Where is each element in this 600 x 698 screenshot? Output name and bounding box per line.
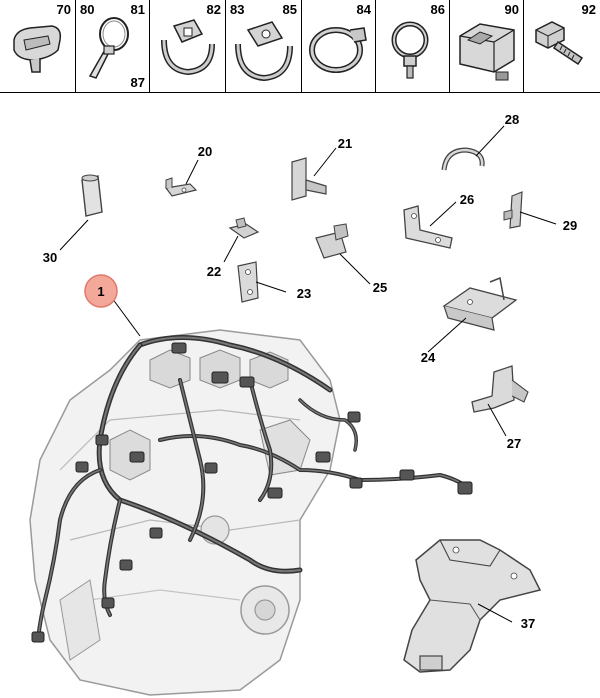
part-29-clip [503, 191, 523, 229]
fastener-label-70: 70 [56, 2, 71, 17]
fastener-label-86: 86 [430, 2, 445, 17]
fastener-label-85: 85 [282, 2, 297, 17]
bolt-icon [535, 21, 584, 66]
fastener-label-80: 80 [80, 2, 95, 17]
fastener-cell-70: 70 [0, 0, 76, 92]
hose-clamp-icon [309, 27, 367, 73]
cable-tie-icon [88, 17, 129, 79]
engine-block [29, 329, 341, 696]
eye-clip-icon [391, 21, 429, 79]
callout-21: 21 [338, 136, 352, 151]
callout-25: 25 [373, 280, 387, 295]
part-23-bracket [237, 261, 259, 303]
harness-connectors [31, 342, 473, 643]
parts-diagram: 1 20 21 22 23 24 25 26 27 28 29 30 37 [29, 112, 577, 696]
fastener-label-87: 87 [130, 75, 145, 90]
part-26-bracket [403, 205, 453, 249]
fastener-label-81: 81 [130, 2, 145, 17]
clamp-clip-icon [161, 19, 215, 76]
wiring-harness [36, 335, 472, 642]
callout-28: 28 [505, 112, 519, 127]
part-37-engine-mount [403, 539, 542, 673]
callout-23: 23 [297, 286, 311, 301]
part-21-bracket [291, 157, 327, 201]
double-clamp-clip-icon [235, 21, 293, 82]
fastener-strip: 70 80 81 87 82 83 85 [0, 0, 600, 93]
callout-20: 20 [198, 144, 212, 159]
callout-27: 27 [507, 436, 521, 451]
leader-lines [59, 125, 557, 623]
push-clip-icon [13, 25, 62, 73]
callout-37: 37 [521, 616, 535, 631]
fastener-label-82: 82 [206, 2, 221, 17]
fastener-cell-90: 90 [450, 0, 524, 92]
fastener-cell-83-85: 83 85 [226, 0, 302, 92]
part-20-bracket [164, 177, 198, 197]
fastener-label-92: 92 [581, 2, 596, 17]
callout-30: 30 [43, 250, 57, 265]
part-25-bracket [315, 223, 349, 259]
connector-icon [459, 23, 515, 81]
callout-24: 24 [421, 350, 436, 365]
callout-26: 26 [460, 192, 474, 207]
fastener-label-90: 90 [504, 2, 519, 17]
part-27-bracket [471, 365, 529, 413]
fastener-label-83: 83 [230, 2, 245, 17]
fastener-cell-82: 82 [150, 0, 226, 92]
part-24-bracket [442, 276, 518, 331]
callout-1: 1 [97, 284, 104, 299]
fastener-cell-92: 92 [524, 0, 600, 92]
fastener-cell-84: 84 [302, 0, 376, 92]
part-22-bracket [228, 217, 260, 239]
part-30-sleeve [81, 174, 103, 217]
fastener-cell-86: 86 [376, 0, 450, 92]
fastener-label-84: 84 [356, 2, 371, 17]
highlight-circle-part-1 [84, 274, 118, 308]
fastener-cell-80-81-87: 80 81 87 [76, 0, 150, 92]
callout-29: 29 [563, 218, 577, 233]
part-28-clip [441, 147, 485, 171]
callout-22: 22 [207, 264, 221, 279]
